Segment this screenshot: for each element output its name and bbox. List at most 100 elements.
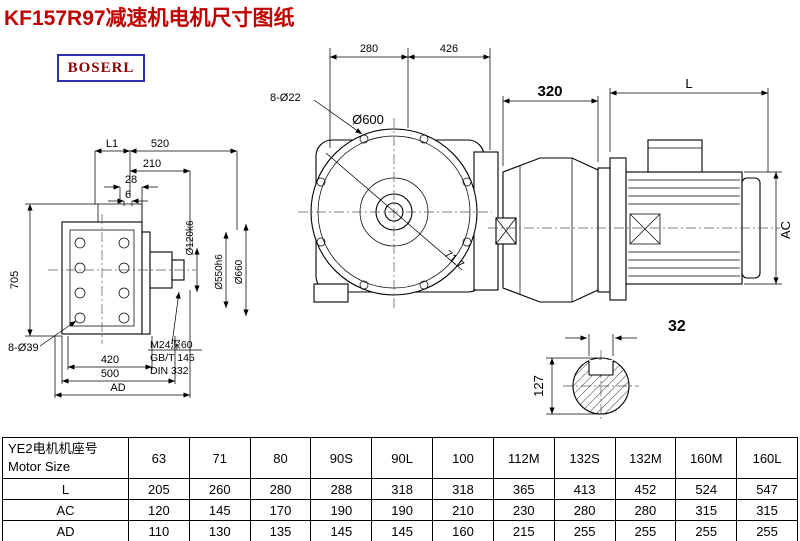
table-cell: 524 [675,478,738,500]
row-label: AD [2,520,129,541]
table-row-AD: AD 110 130 135 145 145 160 215 255 255 2… [2,520,798,541]
note-thread: M24深60 [150,339,193,351]
note-din: DIN 332 [150,365,189,377]
note-gbt: GB/T 145 [150,352,195,364]
size-col-header: 132M [614,437,677,479]
size-col-header: 63 [128,437,190,479]
front-dim-lines [313,48,491,150]
header-cn: YE2电机机座号 [8,441,98,457]
diagonal-chord [325,152,463,271]
header-en: Motor Size [8,459,71,474]
table-cell: 205 [128,478,190,500]
dim-426-label: 426 [440,43,458,55]
dim-6-label: 6 [125,189,131,201]
dim-d660-label: Ø660 [234,259,245,284]
dim-320-label: 320 [537,83,562,100]
table-cell: 413 [553,478,616,500]
dim-8d22-label: 8-Ø22 [270,92,301,104]
shaft-section-circle [572,357,630,415]
shaft-detail: 32 127 [531,318,686,422]
motor-size-header-cell: YE2电机机座号 Motor Size [2,437,129,479]
size-col-header: 160L [736,437,798,479]
table-cell: 288 [310,478,373,500]
boserl-logo: BOSERL [57,54,145,82]
dim-d550-label: Ø550h6 [214,254,225,290]
shaft-dim-lines [546,334,637,415]
dim-705-label: 705 [9,271,21,289]
row-label: L [2,478,129,500]
table-cell: 255 [614,520,677,541]
table-cell: 260 [188,478,251,500]
size-col-header: 132S [553,437,616,479]
table-cell: 135 [249,520,312,541]
size-col-header: 90S [310,437,373,479]
motor-flange [609,157,627,301]
left-view-dim-lines [25,148,249,398]
table-cell: 315 [675,499,738,521]
table-cell: 215 [492,520,555,541]
keyway [588,361,614,376]
dim-280-label: 280 [360,43,378,55]
table-cell: 280 [553,499,616,521]
size-col-header: 112M [492,437,555,479]
bearing-box [629,213,661,245]
left-view: L1 520 210 28 6 705 Ø120k6 Ø550h6 Ø660 8… [8,138,249,398]
table-cell: 145 [188,499,251,521]
table-cell: 160 [432,520,494,541]
bolt-holes [316,134,472,290]
table-cell: 130 [188,520,251,541]
dim-500-label: 500 [101,368,119,380]
size-col-header: 90L [371,437,434,479]
dim-8d39-label: 8-Ø39 [8,342,39,354]
page-title: KF157R97减速机电机尺寸图纸 [4,7,295,30]
dim-210-label: 210 [143,158,161,170]
table-cell: 190 [310,499,373,521]
table-cell: 110 [128,520,190,541]
table-cell: 210 [432,499,494,521]
dim-420-label: 420 [101,354,119,366]
table-header-row: YE2电机机座号 Motor Size 63 71 80 90S 90L 100… [2,437,798,479]
table-cell: 255 [553,520,616,541]
table-row-L: L 205 260 280 288 318 318 365 413 452 52… [2,478,798,500]
terminal-box [647,139,703,173]
table-cell: 280 [614,499,677,521]
dim-d120-label: Ø120k6 [185,220,196,255]
size-col-header: 160M [675,437,738,479]
motor-size-table: YE2电机机座号 Motor Size 63 71 80 90S 90L 100… [2,437,798,541]
gear-housing [502,157,599,303]
table-cell: 230 [492,499,555,521]
table-cell: 318 [432,478,494,500]
table-cell: 547 [736,478,798,500]
dim-520-label: 520 [151,138,169,150]
table-row-AC: AC 120 145 170 190 190 210 230 280 280 3… [2,499,798,521]
table-cell: 190 [371,499,434,521]
dim-d600-label: Ø600 [352,112,384,127]
size-col-header: 100 [432,437,494,479]
table-cell: 365 [492,478,555,500]
table-cell: 255 [675,520,738,541]
table-cell: 145 [371,520,434,541]
dim-L1-label: L1 [106,138,118,150]
dim-28-label: 28 [125,174,137,186]
left-view-geometry [48,203,196,344]
front-view: 280 426 8-Ø22 Ø600 71.7 [270,43,499,308]
side-dim-lines [502,88,782,285]
side-view: 320 L AC [488,76,793,303]
dim-AC-label: AC [778,221,793,239]
motor-fins [628,179,740,277]
table-cell: 145 [310,520,373,541]
table-cell: 318 [371,478,434,500]
row-label: AC [2,499,129,521]
size-col-header: 80 [249,437,312,479]
size-col-header: 71 [188,437,251,479]
table-cell: 452 [614,478,677,500]
dim-127-label: 127 [531,375,546,397]
table-cell: 120 [128,499,190,521]
table-cell: 255 [736,520,798,541]
dim-L-label: L [685,76,692,91]
technical-drawing: L1 520 210 28 6 705 Ø120k6 Ø550h6 Ø660 8… [8,43,793,422]
table-cell: 280 [249,478,312,500]
table-cell: 315 [736,499,798,521]
dim-AD-label: AD [110,382,125,394]
